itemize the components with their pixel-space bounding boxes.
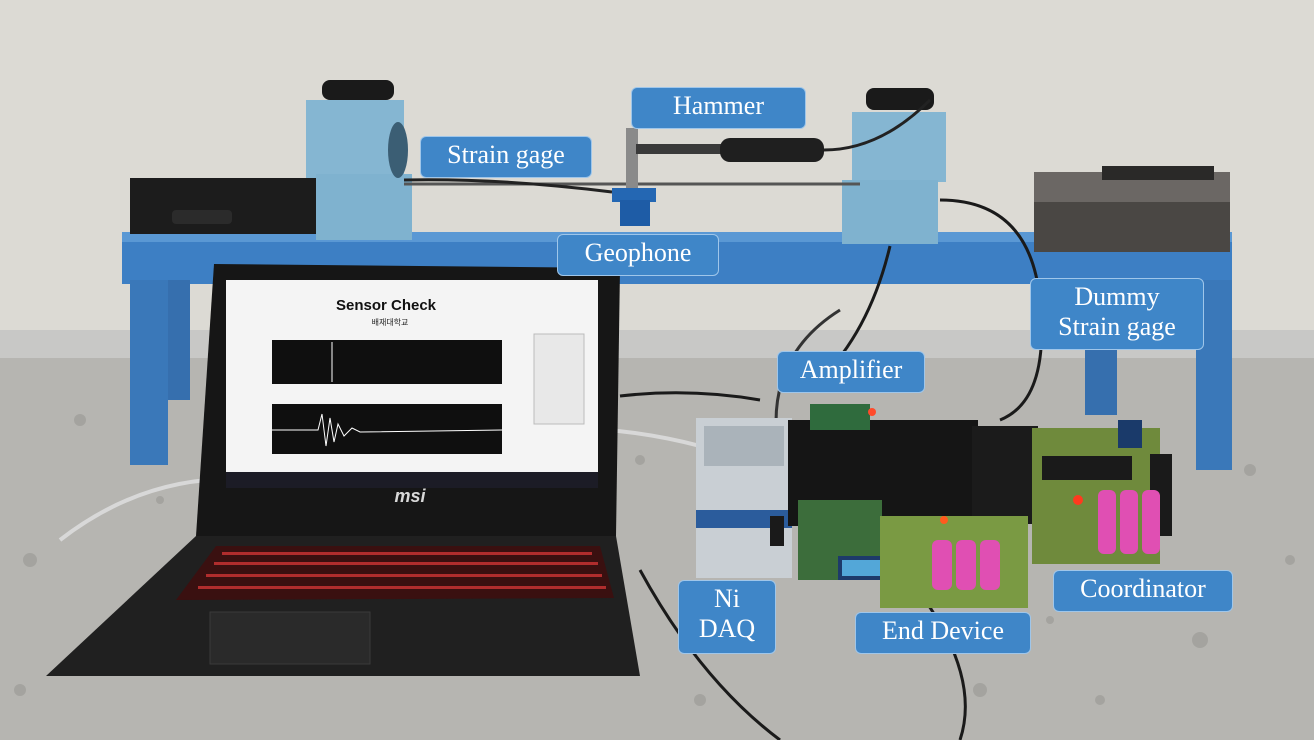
label-amplifier: Amplifier	[777, 351, 925, 393]
touchpad	[209, 611, 371, 665]
label-end-device: End Device	[855, 612, 1031, 654]
end-device-board	[798, 500, 1028, 608]
strain-gage-wire	[403, 178, 613, 194]
plot-bottom	[272, 404, 502, 454]
hammer	[626, 98, 932, 188]
geophone	[612, 188, 656, 226]
left-base-plate	[130, 178, 320, 234]
keyboard-keys	[198, 552, 606, 589]
label-coordinator: Coordinator	[1053, 570, 1233, 612]
label-ni-daq: Ni DAQ	[678, 580, 776, 654]
ni-daq-device	[696, 418, 792, 578]
laptop-brand: msi	[394, 486, 426, 506]
screen-title: Sensor Check	[336, 297, 437, 314]
coordinator-board	[1032, 420, 1172, 564]
screen-university: 배재대학교	[372, 317, 409, 327]
label-strain-gage: Strain gage	[420, 136, 592, 178]
left-clamp	[306, 80, 412, 240]
label-dummy-strain-gage: Dummy Strain gage	[1030, 278, 1204, 350]
plot-top	[272, 340, 502, 384]
amplifier-box	[788, 404, 1038, 526]
label-geophone: Geophone	[557, 234, 719, 276]
laptop: Sensor Check 배재대학교 msi	[46, 264, 640, 676]
right-clamp	[842, 88, 946, 244]
left-handle	[172, 210, 232, 224]
label-hammer: Hammer	[631, 87, 806, 129]
floor-speckles	[14, 414, 1295, 706]
side-panel	[533, 333, 585, 425]
